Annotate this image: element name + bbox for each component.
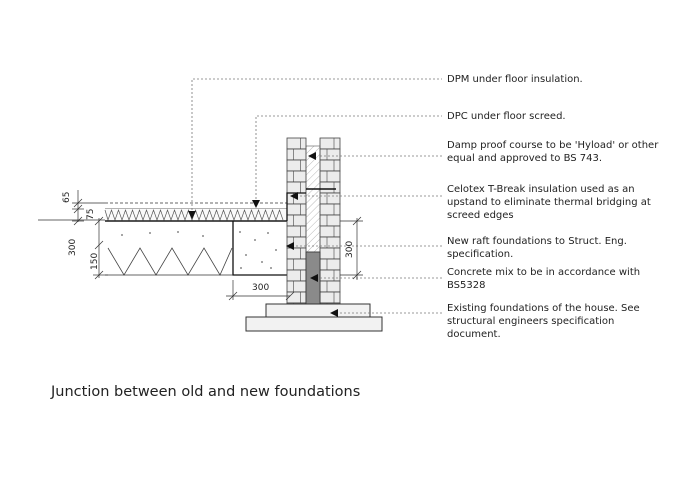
brick-course: [319, 192, 341, 205]
aggregate-dots: [121, 231, 277, 269]
dim-300-left: 300: [68, 239, 78, 256]
brick-course: [319, 225, 341, 238]
brick-course: [319, 159, 341, 172]
brick-course: [286, 269, 307, 282]
arrow-existing-icon: [330, 309, 338, 317]
note-dpm: DPM under floor insulation.: [447, 74, 583, 85]
brick-course: [319, 214, 341, 227]
dim-300-bottom: 300: [252, 283, 269, 293]
cavity-insulation: [305, 145, 321, 253]
note-raft: New raft foundations to Struct. Eng. spe…: [447, 236, 630, 260]
brick-course: [286, 170, 307, 183]
arrow-celotex-icon: [290, 192, 298, 200]
brick-course: [286, 148, 307, 161]
brick-course: [286, 181, 307, 194]
brick-course: [286, 258, 307, 271]
brick-course: [319, 148, 341, 161]
brick-course: [319, 247, 341, 260]
arrow-concrete-icon: [310, 274, 318, 282]
brick-course: [319, 203, 341, 216]
brick-course: [286, 203, 307, 216]
brick-course: [319, 291, 341, 304]
arrow-raft-icon: [286, 242, 294, 250]
arrow-dpm-icon: [188, 211, 196, 219]
brick-course: [319, 269, 341, 282]
brick-course: [286, 137, 307, 150]
note-existing: Existing foundations of the house. See s…: [447, 303, 643, 340]
note-hyload: Damp proof course to be 'Hyload' or othe…: [447, 140, 662, 164]
arrow-dpc-icon: [252, 200, 260, 208]
brick-course: [319, 258, 341, 271]
brick-course: [286, 291, 307, 304]
brick-course: [286, 214, 307, 227]
brick-course: [319, 137, 341, 150]
dimension-lines: [72, 190, 363, 301]
arrow-hyload-icon: [308, 152, 316, 160]
brick-course: [319, 181, 341, 194]
brick-course: [286, 159, 307, 172]
dim-75: 75: [86, 209, 96, 220]
floor-screed: [105, 202, 290, 210]
drawing-title: Junction between old and new foundations: [50, 384, 360, 400]
floor-insulation-layer: [104, 208, 290, 222]
inner-brick-leaf: [319, 137, 341, 305]
brick-course: [319, 280, 341, 293]
brick-course: [319, 170, 341, 183]
brick-course: [286, 225, 307, 238]
note-celotex: Celotex T-Break insulation used as an up…: [447, 184, 654, 221]
brick-course: [286, 247, 307, 260]
existing-foundation: [245, 303, 383, 332]
leader-lines: [191, 78, 442, 314]
outer-brick-leaf: [286, 137, 307, 305]
note-concrete: Concrete mix to be in accordance with BS…: [447, 267, 643, 291]
dim-65: 65: [62, 192, 72, 203]
note-dpc: DPC under floor screed.: [447, 111, 566, 122]
raft-slab: [105, 220, 290, 276]
dim-150: 150: [90, 253, 100, 270]
leader-arrowheads: [188, 152, 338, 317]
celotex-upstand: [286, 188, 336, 221]
brick-course: [286, 280, 307, 293]
hardcore-fill-zigzag: [107, 247, 233, 276]
dim-300-right: 300: [345, 241, 355, 258]
